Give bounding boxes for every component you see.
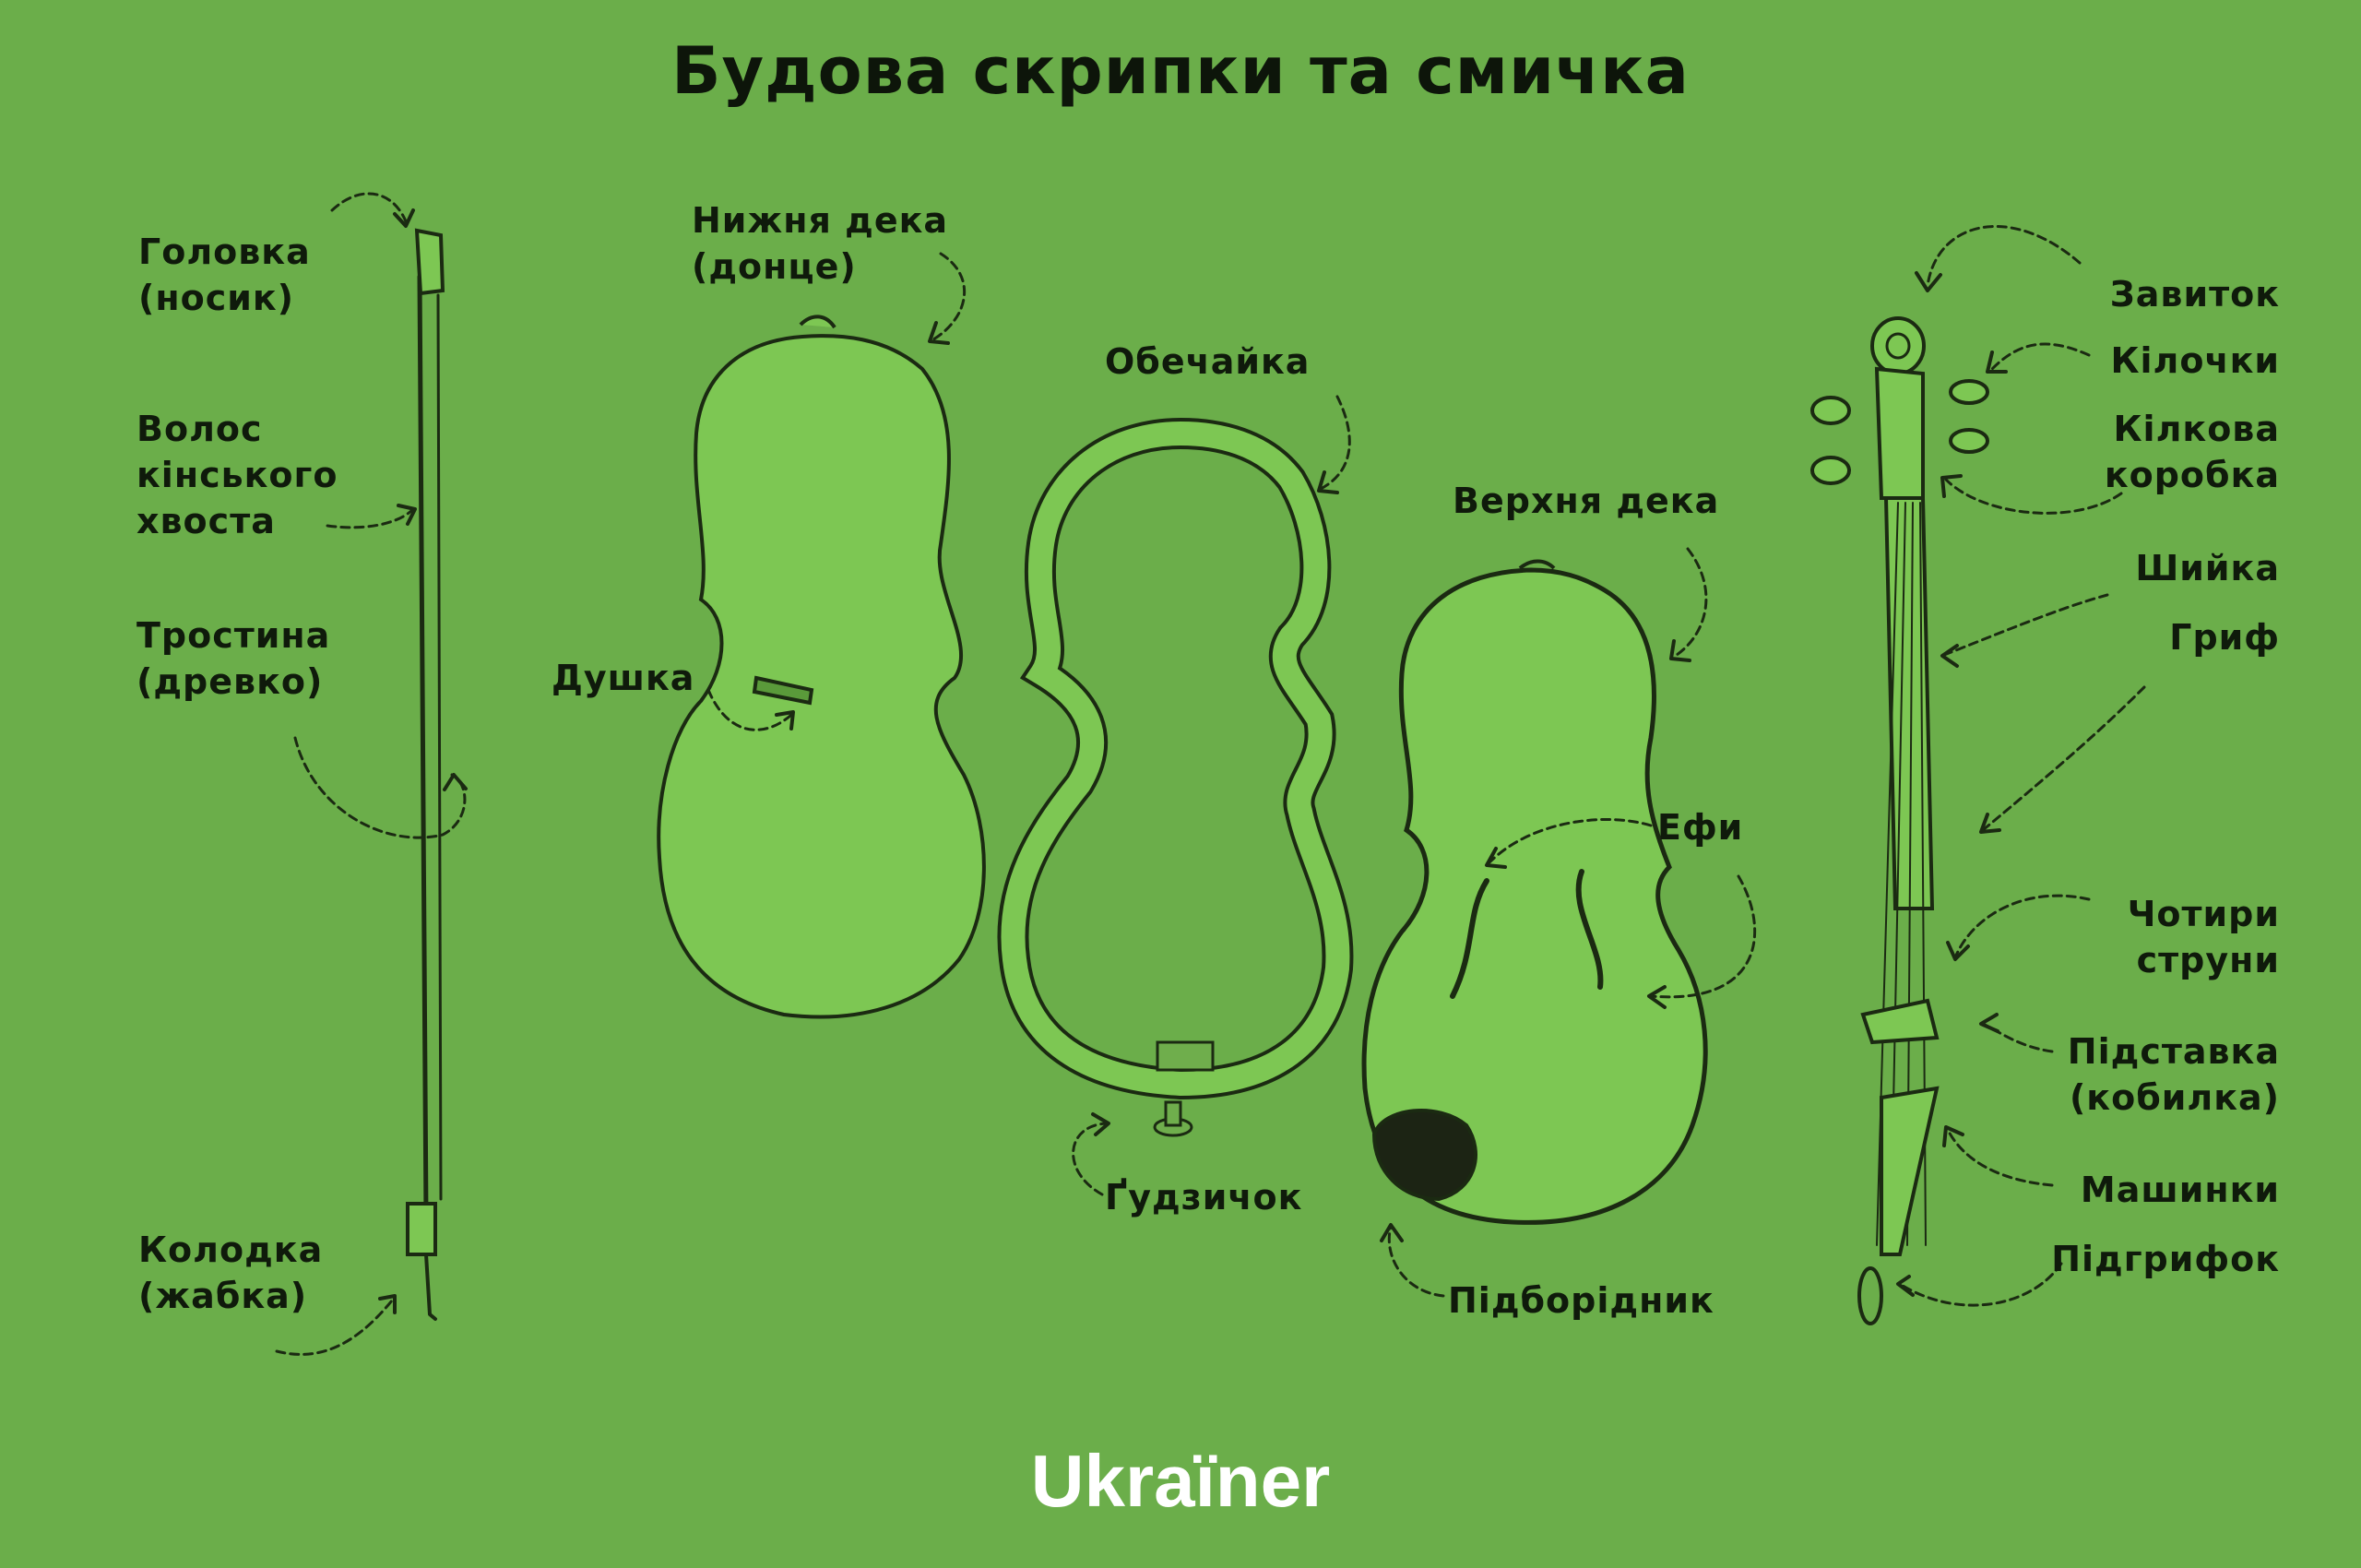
label-fingerboard: Гриф (2169, 617, 2280, 658)
label-fine-tuners: Машинки (2080, 1170, 2280, 1210)
page-title: Будова скрипки та смичка (671, 33, 1690, 109)
label-neck: Шийка (2135, 548, 2280, 588)
brand-logo: Ukraïner (1030, 1440, 1331, 1522)
label-top-plate: Верхня дека (1453, 481, 1720, 521)
pointer-arrows (275, 192, 2146, 1356)
label-back-plate: Нижня дека (донце) (692, 200, 949, 287)
top-plate-illustration (1361, 559, 1708, 1225)
label-bow-hair: Волос кінського хвоста (136, 409, 338, 541)
label-pegbox: Кілкова коробка (2104, 409, 2280, 495)
label-tailpiece: Підгрифок (2051, 1239, 2280, 1279)
label-chinrest: Підборідник (1448, 1280, 1714, 1321)
label-bow-head: Головка (носик) (138, 232, 311, 318)
label-end-button: Ґудзичок (1105, 1177, 1303, 1218)
label-bridge: Підставка (кобилка) (2067, 1031, 2280, 1118)
bow-illustration (406, 228, 445, 1321)
label-strings: Чотири струни (2127, 894, 2280, 980)
label-bow-stick: Тростина (древко) (136, 615, 331, 702)
label-pegs: Кілочки (2110, 340, 2280, 381)
back-plate-illustration (657, 315, 986, 1019)
ribs-illustration (997, 417, 1354, 1137)
violin-side-illustration (1810, 316, 1989, 1325)
label-scroll: Завиток (2109, 274, 2280, 315)
label-ribs: Обечайка (1105, 341, 1311, 382)
label-f-holes: Ефи (1657, 807, 1744, 848)
label-soundpost: Душка (552, 658, 695, 698)
label-bow-frog: Колодка (жабка) (138, 1229, 324, 1316)
